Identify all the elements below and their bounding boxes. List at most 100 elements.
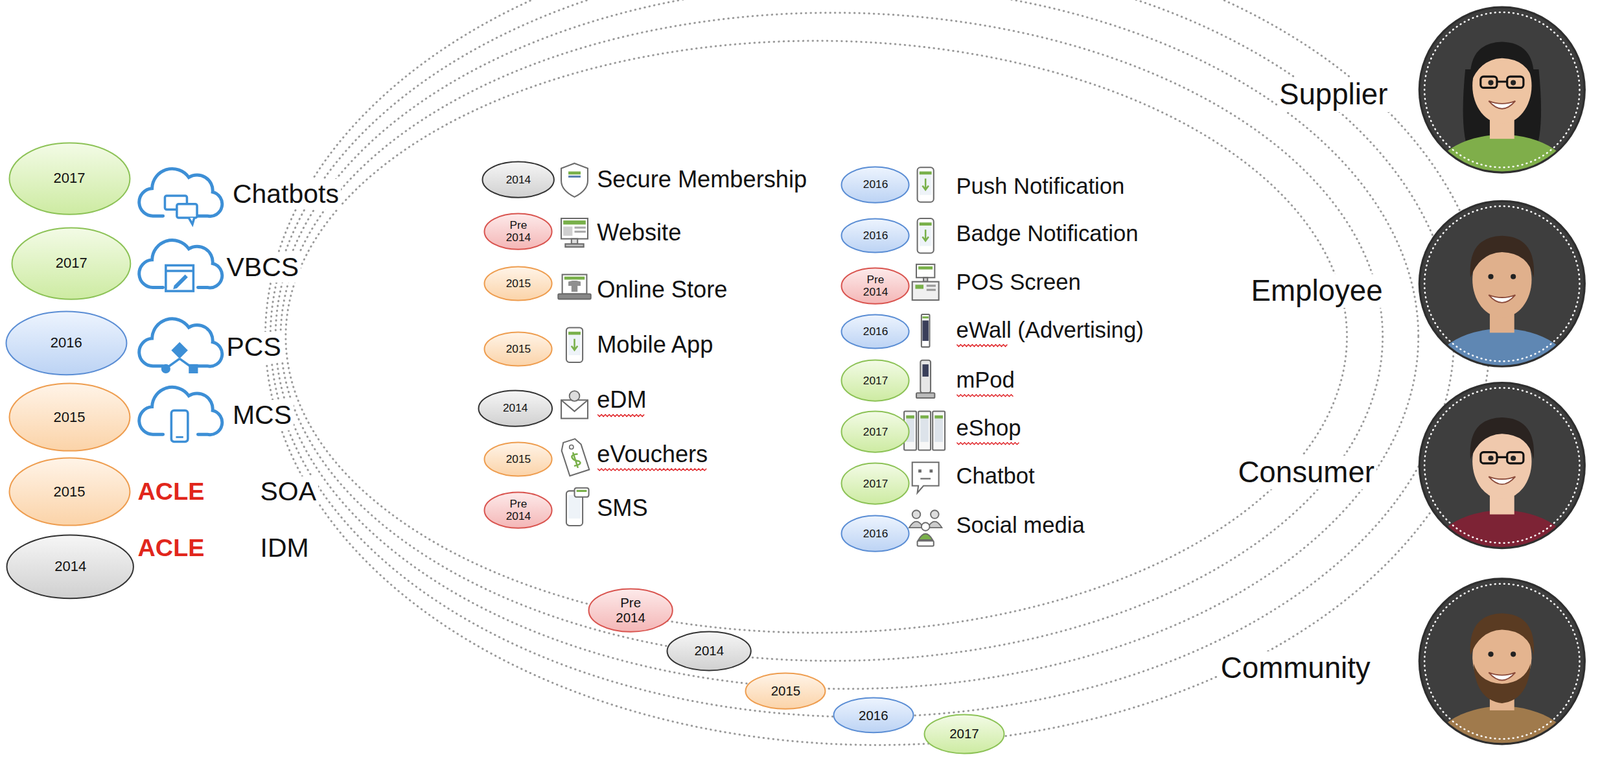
channel-label: eVouchers <box>594 440 710 468</box>
year-text: 2017 <box>863 425 889 439</box>
role-label: Supplier <box>1277 77 1391 113</box>
oval-outline <box>9 383 130 452</box>
channel-label: Secure Membership <box>594 165 809 194</box>
channel-icon <box>566 487 590 526</box>
year-text: Pre 2014 <box>863 273 889 299</box>
spell-underline <box>956 344 1008 347</box>
year-badge: Pre 2014 <box>840 266 910 305</box>
year-badge: Pre 2014 <box>483 212 553 251</box>
year-badge: 2015 <box>483 441 553 477</box>
oval-outline <box>484 266 553 301</box>
orbit-ring <box>285 40 1348 633</box>
year-text: 2017 <box>949 726 980 742</box>
oval-outline <box>478 390 553 426</box>
product-label: PCS <box>224 331 284 363</box>
year-badge: 2015 <box>483 331 553 367</box>
product-label: IDM <box>258 532 312 564</box>
spell-underline <box>597 414 645 417</box>
product-label: MCS <box>230 399 294 431</box>
spell-underline <box>956 394 1013 397</box>
oval-outline <box>5 311 127 375</box>
channel-icon <box>912 462 940 493</box>
channel-label: Push Notification <box>953 173 1127 200</box>
year-text: 2016 <box>50 335 83 351</box>
year-badge: 2017 <box>923 713 1006 755</box>
oval-outline <box>841 166 910 203</box>
year-badge: 2016 <box>832 696 915 734</box>
orbit-ring <box>275 0 1419 689</box>
oval-outline <box>484 331 553 366</box>
channel-label: Chatbot <box>953 463 1037 490</box>
year-text: 2015 <box>506 277 532 290</box>
role-label: Consumer <box>1235 455 1377 490</box>
year-text: 2015 <box>506 452 532 466</box>
year-badge: 2014 <box>666 630 752 672</box>
person-photo <box>1418 577 1586 759</box>
oval-outline <box>9 458 130 526</box>
channel-label: Online Store <box>594 276 730 304</box>
channel-icon <box>566 327 583 363</box>
orbit-ring <box>270 0 1455 717</box>
channel-label: eWall (Advertising) <box>953 317 1146 344</box>
year-badge: 2015 <box>744 672 827 710</box>
year-badge: 2016 <box>840 165 910 204</box>
year-text: 2015 <box>53 409 86 426</box>
spell-underline <box>956 442 1019 445</box>
oval-outline <box>484 492 553 529</box>
year-text: Pre 2014 <box>506 497 532 523</box>
year-text: 2015 <box>506 342 532 356</box>
cloud-icon <box>139 168 223 225</box>
year-text: 2015 <box>53 484 86 500</box>
year-badge: 2016 <box>5 310 128 376</box>
channel-icon <box>561 163 588 198</box>
year-badge: 2015 <box>8 382 131 452</box>
year-badge: 2017 <box>840 410 910 453</box>
year-badge: 2017 <box>840 462 910 505</box>
channel-label: SMS <box>594 494 650 522</box>
channel-icon <box>917 218 934 254</box>
oval-outline <box>841 360 910 402</box>
spell-underline <box>597 468 707 471</box>
year-text: 2017 <box>53 170 86 186</box>
oval-outline <box>841 314 910 349</box>
year-badge: 2016 <box>840 514 910 553</box>
oval-outline <box>841 463 910 505</box>
oval-outline <box>7 534 134 599</box>
oval-outline <box>833 697 914 733</box>
oval-outline <box>841 267 910 304</box>
oval-outline <box>12 227 131 299</box>
oval-outline <box>667 631 752 671</box>
person-photo <box>1418 381 1586 609</box>
oval-outline <box>841 410 910 452</box>
year-text: 2017 <box>863 374 889 387</box>
year-badge: 2014 <box>477 389 554 428</box>
channel-icon <box>904 411 945 451</box>
year-badge: Pre 2014 <box>587 587 674 633</box>
channel-icon <box>557 274 591 300</box>
year-text: 2016 <box>863 325 889 338</box>
year-badge: Pre 2014 <box>483 491 553 529</box>
person-photo <box>1418 5 1586 233</box>
channel-icon <box>921 314 930 347</box>
year-text: 2016 <box>863 527 889 540</box>
orbit-ring <box>265 0 1490 745</box>
year-badge: 2014 <box>481 160 555 199</box>
cloud-icon <box>139 386 223 442</box>
oval-outline <box>924 714 1005 754</box>
year-badge: 2015 <box>483 265 553 302</box>
oval-outline <box>484 213 553 250</box>
channel-icon <box>917 167 934 203</box>
oval-outline <box>745 672 826 709</box>
year-text: 2014 <box>54 558 87 575</box>
channel-label: Social media <box>953 512 1087 539</box>
year-text: 2016 <box>858 708 889 724</box>
orbit-ring <box>280 12 1383 661</box>
oval-outline <box>841 219 910 253</box>
year-badge: 2015 <box>8 456 131 527</box>
product-label: SOA <box>258 476 319 507</box>
channel-label: Website <box>594 219 684 247</box>
year-badge: 2017 <box>11 226 132 301</box>
channel-icon <box>912 264 940 301</box>
